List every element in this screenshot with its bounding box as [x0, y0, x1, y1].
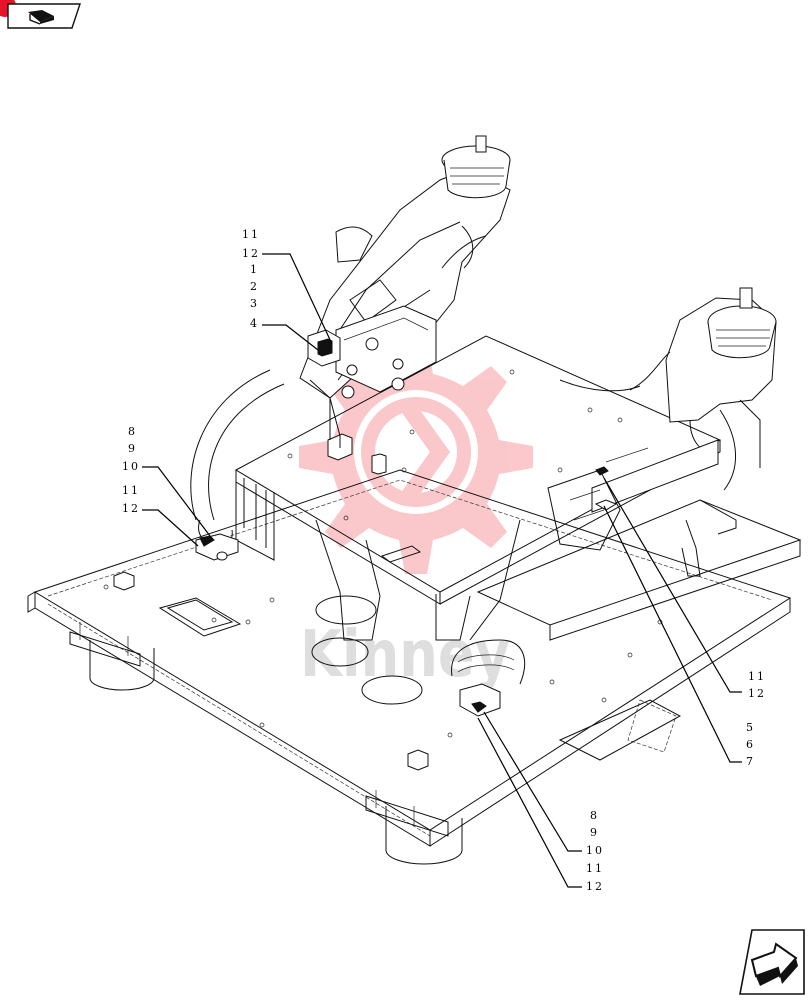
callout-label: 12: [242, 247, 260, 260]
callout-label: 11: [122, 484, 140, 497]
callout-group-right: 11 12 5 6 7: [603, 477, 766, 768]
callout-label: 3: [250, 297, 259, 310]
right-control-assembly: [547, 287, 777, 551]
watermark-logo: [299, 340, 533, 574]
book-arrow-icon: [28, 10, 54, 25]
callout-label: 7: [746, 755, 755, 768]
base-plate: [27, 469, 792, 847]
callout-group-bottom: 8 9 10 11 12: [477, 711, 604, 893]
rear-tray: [476, 499, 802, 641]
callout-label: 10: [122, 460, 140, 473]
callout-label: 6: [746, 738, 755, 751]
callout-label: 10: [586, 844, 604, 857]
callout-label: 5: [746, 721, 755, 734]
callout-label: 2: [250, 280, 259, 293]
left-support-column: [190, 369, 285, 561]
hose-clamp-left: [195, 533, 239, 561]
callout-label: 8: [590, 809, 599, 822]
left-control-assembly: [299, 135, 511, 448]
callout-label: 11: [748, 670, 766, 683]
mounting-feet: [69, 622, 682, 865]
next-page-button[interactable]: [739, 929, 805, 995]
callout-label: 12: [748, 687, 766, 700]
callout-label: 9: [128, 442, 137, 455]
watermark-text: Kinney: [300, 618, 510, 692]
callout-label: 12: [122, 502, 140, 515]
callout-group-top-left: 11 12 1 2 3 4: [242, 228, 333, 351]
hose-clamp-top: [307, 329, 341, 367]
callout-label: 12: [586, 880, 604, 893]
callout-label: 11: [586, 862, 604, 875]
next-page-arrow-icon: [750, 942, 798, 986]
callout-label: 1: [250, 263, 259, 276]
hose-clamp-bottom: [451, 639, 526, 717]
callout-label: 11: [242, 228, 260, 241]
callout-label: 8: [128, 425, 137, 438]
callout-label: 9: [590, 826, 599, 839]
book-navigation-button[interactable]: [0, 0, 81, 29]
hose-clamp-right: [594, 466, 618, 511]
callout-group-mid-left: 8 9 10 11 12: [122, 425, 211, 547]
callout-label: 4: [250, 317, 259, 330]
